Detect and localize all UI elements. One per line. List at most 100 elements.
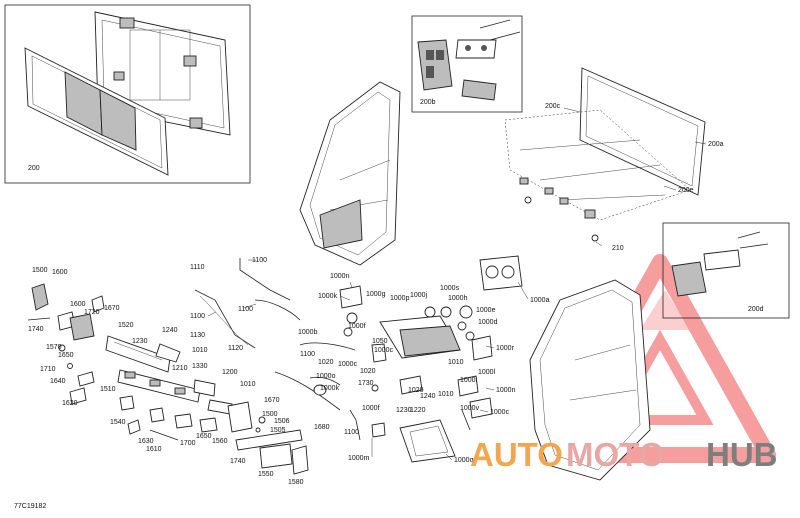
callout-1000c-b: 1000c [338,361,358,368]
callout-1580: 1580 [288,479,304,486]
callout-1720: 1720 [84,309,100,316]
callout-1120: 1120 [228,345,243,352]
callout-1000f2: 1000f [362,405,380,412]
callout-1100b: 1100 [190,313,205,320]
callout-1640: 1640 [50,378,66,385]
inset-200: 200 [4,4,251,184]
callout-1650: 1650 [58,352,74,359]
callout-1000p: 1000p [390,295,410,302]
panel-200a: 200a 200c 200e 210 [504,67,724,252]
inset-200d: 200d [662,222,790,319]
callout-1000s: 1000s [440,285,460,292]
callout-1710: 1710 [40,366,56,373]
callout-1730: 1730 [358,380,374,387]
callout-1510: 1510 [100,386,116,393]
callout-1200: 1200 [222,369,238,376]
leader-lines [207,107,707,461]
callout-1110: 1110 [190,264,205,271]
callout-1550: 1550 [258,471,274,478]
callout-1000r: 1000r [496,345,515,352]
door-frame-upper [299,81,401,266]
callout-labels: 1500 1600 1740 1600 1670 1720 1570 1650 … [28,257,550,486]
callout-200e: 200e [678,187,694,194]
callout-1680: 1680 [314,424,330,431]
callout-1570: 1570 [46,344,62,351]
callout-1210: 1210 [172,365,188,372]
callout-1100d: 1100 [300,351,315,358]
callout-1000m: 1000m [348,455,370,462]
callout-1000f: 1000f [348,323,366,330]
watermark-auto: AUTO [470,436,563,473]
callout-1010c: 1010 [448,359,464,366]
callout-1520: 1520 [118,322,134,329]
callout-1330: 1330 [192,363,208,370]
callout-1000g: 1000g [366,291,386,298]
callout-1230: 1230 [132,338,148,345]
callout-1230b: 1230 [396,407,412,414]
label-200: 200 [28,165,40,172]
callout-1050: 1050 [372,338,388,345]
callout-1506: 1506 [274,418,290,425]
callout-1000o: 1000o [316,373,336,380]
label-200d: 200d [748,306,764,313]
callout-1000j: 1000j [410,292,428,299]
callout-1130: 1130 [190,332,205,339]
callout-1620: 1620 [62,400,78,407]
callout-1010a: 1010 [192,347,208,354]
door-frame-lower [529,279,651,481]
callout-1000q: 1000q [454,457,474,464]
callout-200a: 200a [708,141,724,148]
callout-1000k2: 1000k [320,385,340,392]
inset-200b: 200b [411,15,523,113]
callout-1000i: 1000i [460,377,478,384]
callout-1100a: 1100 [252,257,267,264]
callout-1505: 1505 [270,427,286,434]
callout-1000c: 1000c [374,347,394,354]
hvac-box [349,255,523,463]
callout-1650b: 1650 [196,433,212,440]
callout-1670: 1670 [104,305,120,312]
callout-1600b: 1600 [70,301,86,308]
callout-1000e: 1000e [476,307,496,314]
watermark-text: AUTO MOTO HUB [470,436,778,473]
callout-1500b: 1500 [262,411,278,418]
callout-200c: 200c [545,103,561,110]
callout-1240: 1240 [162,327,178,334]
callout-1000n: 1000n [330,273,350,280]
callout-1000v: 1000v [460,405,480,412]
callout-1000k: 1000k [318,293,338,300]
center-ducts [194,258,363,411]
callout-1000b: 1000b [298,329,318,336]
callout-1000d: 1000d [478,319,498,326]
callout-1010d: 1010 [438,391,454,398]
callout-1560: 1560 [212,438,228,445]
callout-1740b: 1740 [230,458,246,465]
callout-210: 210 [612,245,624,252]
callout-1740: 1740 [28,326,44,333]
callout-1220: 1220 [410,407,426,414]
callout-1000c2: 1000c [490,409,510,416]
label-200b: 200b [420,99,436,106]
callout-1100e: 1100 [344,429,359,436]
left-parts [27,283,309,475]
callout-1000a: 1000a [530,297,550,304]
callout-1020: 1020 [360,368,376,375]
callout-1540: 1540 [110,419,126,426]
callout-1000l: 1000l [478,369,496,376]
callout-1700: 1700 [180,440,196,447]
callout-1010b: 1010 [240,381,256,388]
callout-1500: 1500 [32,267,48,274]
callout-1020b: 1020 [408,387,424,394]
callout-1100c: 1100 [238,306,253,313]
callout-1670b: 1670 [264,397,280,404]
callout-1000h: 1000h [448,295,468,302]
figure-id: 77C19182 [14,503,46,510]
callout-1240b: 1240 [420,393,436,400]
callout-1020c: 1020 [318,359,334,366]
watermark-moto: MOTO [566,436,664,473]
callout-1630: 1630 [138,438,154,445]
watermark-hub: HUB [706,436,778,473]
callout-1600: 1600 [52,269,68,276]
